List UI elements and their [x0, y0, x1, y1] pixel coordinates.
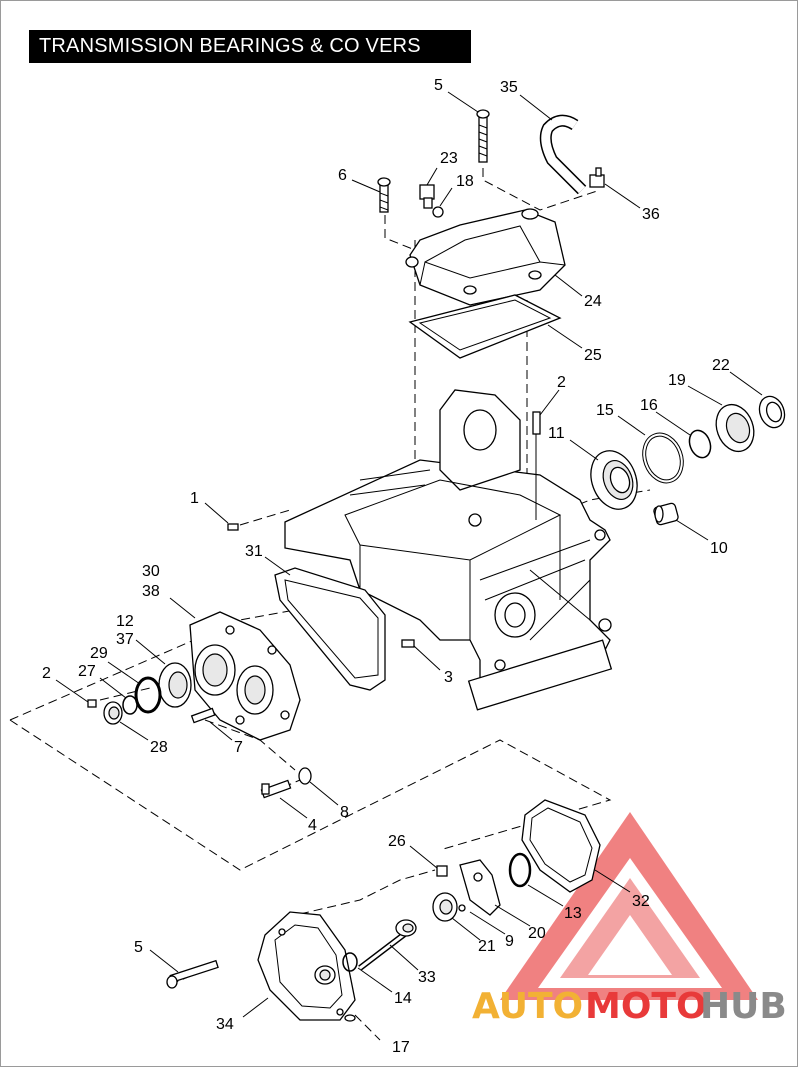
retaining-ring-15	[642, 432, 684, 484]
dowel-pin-2-top	[532, 411, 541, 520]
callout-2-top: 2	[557, 374, 566, 391]
callout-37: 37	[116, 631, 134, 648]
spacer-22	[758, 395, 786, 429]
callout-3: 3	[444, 669, 453, 686]
bearing-11	[590, 450, 638, 510]
neutral-switch-23	[419, 184, 435, 209]
top-cover-24	[405, 208, 566, 306]
o-ring-18	[432, 206, 444, 218]
callout-6: 6	[338, 167, 347, 184]
watermark-logo	[500, 812, 758, 1000]
callout-21: 21	[478, 938, 496, 955]
dowel-pin-2-left	[87, 699, 97, 708]
bolt-6	[377, 177, 391, 213]
watermark-moto: MOTO	[585, 986, 707, 1027]
o-ring-14	[342, 952, 358, 972]
callout-8: 8	[340, 804, 349, 821]
callout-13: 13	[564, 905, 582, 922]
o-ring-27	[122, 695, 138, 715]
retaining-ring-13	[508, 852, 532, 888]
callout-22: 22	[712, 357, 730, 374]
callout-17: 17	[392, 1039, 410, 1056]
callout-38: 38	[142, 583, 160, 600]
callout-1: 1	[190, 490, 199, 507]
watermark-hub: HUB	[700, 986, 787, 1027]
clutch-release-21	[432, 892, 458, 922]
callout-29: 29	[90, 645, 108, 662]
callout-36: 36	[642, 206, 660, 223]
callout-30: 30	[142, 563, 160, 580]
callout-34: 34	[216, 1016, 234, 1033]
bolt-5-bottom	[166, 959, 219, 989]
callout-15: 15	[596, 402, 614, 419]
bolt-5-top	[476, 109, 490, 163]
retaining-ring-29	[134, 676, 162, 714]
seal-19	[715, 403, 755, 453]
watermark-auto: AUTO	[472, 986, 583, 1027]
callout-32: 32	[632, 893, 650, 910]
side-cover-34	[257, 911, 356, 1021]
dowel-pin-1	[227, 523, 239, 531]
callout-labels: 5 35 23 18 6 36 24 25 2 22 19 16 15 11 1…	[42, 77, 730, 1056]
leader-lines	[55, 91, 763, 1018]
callout-11: 11	[548, 425, 565, 442]
callout-7: 7	[234, 739, 243, 756]
watermark-text: AUTO MOTO HUB	[472, 986, 787, 1027]
o-ring-16	[688, 429, 712, 459]
screw-4	[260, 779, 292, 799]
bearing-12	[158, 662, 192, 708]
bearing-housing-30	[189, 611, 301, 741]
callout-9: 9	[505, 933, 514, 950]
seal-28	[103, 701, 123, 725]
gasket-32	[521, 799, 601, 893]
top-cover-gasket-25	[408, 294, 562, 359]
callout-23: 23	[440, 150, 458, 167]
diagram-title: TRANSMISSION BEARINGS & CO VERS	[29, 30, 471, 63]
callout-4: 4	[308, 817, 317, 834]
o-ring-17	[344, 1014, 356, 1022]
callout-19: 19	[668, 372, 686, 389]
callout-5-top: 5	[434, 77, 443, 94]
needle-bearing-10	[653, 502, 679, 526]
vent-hose-35	[539, 114, 587, 195]
callout-20: 20	[528, 925, 546, 942]
callout-33: 33	[418, 969, 436, 986]
shift-arm-20	[459, 859, 501, 916]
gasket-31	[274, 567, 386, 691]
callout-5-bottom: 5	[134, 939, 143, 956]
adjuster-screw-33	[358, 919, 417, 971]
callout-16: 16	[640, 397, 658, 414]
callout-25: 25	[584, 347, 602, 364]
vent-fitting-36	[589, 167, 605, 188]
callout-31: 31	[245, 543, 263, 560]
screw-7	[190, 707, 216, 724]
fitting-26	[436, 865, 448, 877]
callout-18: 18	[456, 173, 474, 190]
callout-27: 27	[78, 663, 96, 680]
callout-14: 14	[394, 990, 412, 1007]
callout-12: 12	[116, 613, 134, 630]
callout-24: 24	[584, 293, 602, 310]
washer-8	[298, 767, 312, 785]
callout-2-left: 2	[42, 665, 51, 682]
dowel-pin-3	[401, 639, 415, 648]
callout-35: 35	[500, 79, 518, 96]
callout-26: 26	[388, 833, 406, 850]
callout-10: 10	[710, 540, 728, 557]
callout-28: 28	[150, 739, 168, 756]
transmission-case	[284, 389, 613, 711]
ball-9	[458, 904, 466, 912]
